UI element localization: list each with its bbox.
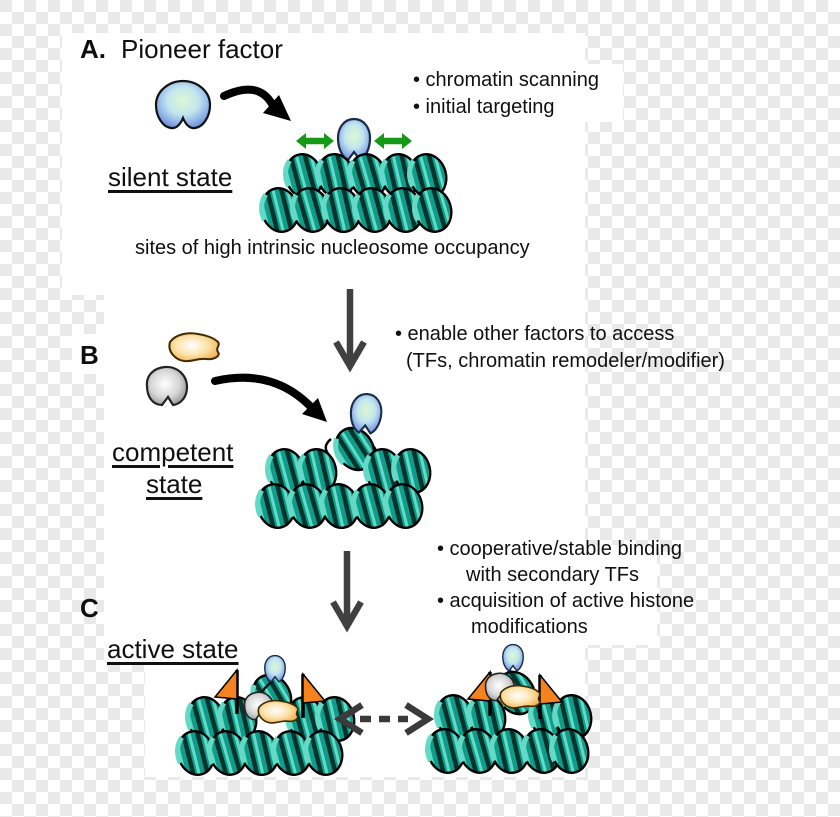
panel-c-bullet-1: • cooperative/stable binding	[437, 538, 682, 560]
transition-arrow-a-b-icon	[333, 289, 367, 373]
panel-c-bullet-2: with secondary TFs	[466, 564, 640, 586]
panel-b-bullet-2: (TFs, chromatin remodeler/modifier)	[406, 350, 725, 372]
panel-a-bullet-1: • chromatin scanning	[413, 69, 599, 91]
panel-c-bullet-4: modifications	[471, 616, 588, 638]
targeting-curved-arrow-icon	[220, 85, 291, 121]
silent-state-label: silent state	[108, 162, 233, 192]
secondary-tf-icon	[499, 684, 541, 709]
secondary-tf-icon	[257, 699, 299, 724]
panel-a-title: Pioneer factor	[121, 34, 283, 64]
panel-b-label: B	[80, 340, 99, 370]
competent-state-label-line2: state	[146, 469, 203, 499]
nucleosome-mound-competent	[253, 391, 434, 532]
transition-arrow-b-c-icon	[330, 551, 364, 633]
white-background	[62, 33, 657, 777]
competent-state-label-line1: competent	[112, 437, 234, 467]
nucleosome-array-silent	[257, 150, 456, 236]
recruitment-curved-arrow-icon	[211, 373, 327, 422]
pioneer-factor-large-icon	[154, 79, 212, 130]
panel-c-label: C	[80, 593, 99, 623]
panel-a-label: A.	[80, 34, 106, 64]
panel-b-bullet-1: • enable other factors to access	[395, 323, 675, 345]
nucleosome-mound-active-right	[423, 643, 595, 778]
panel-a-caption: sites of high intrinsic nucleosome occup…	[135, 237, 530, 259]
panel-c-bullet-3: • acquisition of active histone	[437, 590, 695, 612]
secondary-tf-icon	[168, 332, 220, 363]
equilibrium-dashed-arrow-icon	[333, 702, 435, 736]
chromatin-remodeler-icon	[145, 365, 189, 407]
nucleosome-mound-active-left	[173, 654, 358, 780]
active-state-label: active state	[107, 634, 239, 664]
panel-a-bullet-2: • initial targeting	[413, 96, 555, 118]
